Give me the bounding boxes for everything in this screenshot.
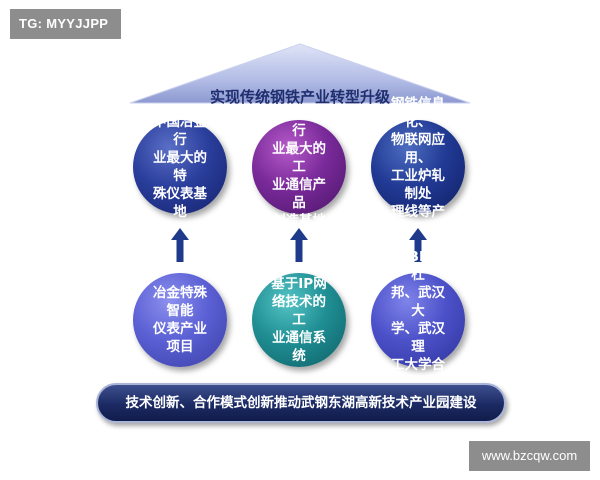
bottom-circle-3-line-1: 与IBM、杜	[390, 249, 446, 283]
bottom-circle-2-text: 基于IP网 络技术的工 业通信系统	[252, 275, 346, 365]
top-circle-2-line-2: 业最大的工	[272, 141, 326, 175]
bottom-circle-1-line-2: 仪表产业项目	[153, 321, 207, 355]
top-circle-1: 中国冶金行 业最大的特 殊仪表基地	[133, 114, 227, 220]
bottom-circle-2-line-1: 基于IP网	[271, 276, 327, 292]
top-circle-3-line-3: 工业炉轧制处	[391, 168, 445, 202]
top-circle-2-line-4: 制造基地	[272, 213, 326, 229]
roof-shape	[129, 43, 471, 104]
top-circle-2-text: 中国冶金行 业最大的工 业通信产品 制造基地	[252, 104, 346, 230]
up-arrow-icon-2	[290, 228, 308, 262]
bottom-circle-3-line-3: 学、武汉理	[391, 321, 445, 355]
top-circle-1-line-3: 殊仪表基地	[153, 186, 207, 220]
top-circle-2: 中国冶金行 业最大的工 业通信产品 制造基地	[252, 105, 346, 229]
top-circle-1-text: 中国冶金行 业最大的特 殊仪表基地	[133, 113, 227, 221]
top-circle-3-line-2: 物联网应用、	[391, 132, 445, 166]
up-arrow-icon-3	[409, 228, 427, 262]
top-circle-3-line-1: 钢铁信息化、	[391, 96, 445, 130]
roof-title: 实现传统钢铁产业转型升级	[209, 88, 390, 106]
up-arrow-icon-1	[171, 228, 189, 262]
bottom-circle-1-text: 冶金特殊智能 仪表产业项目	[133, 284, 227, 356]
top-circle-3-text: 钢铁信息化、 物联网应用、 工业炉轧制处 理线等产品	[371, 95, 465, 239]
bottom-circle-2: 基于IP网 络技术的工 业通信系统	[252, 273, 346, 367]
bottom-circle-2-line-3: 业通信系统	[272, 330, 326, 364]
bottom-circle-3-line-2: 邦、武汉大	[391, 285, 445, 319]
bottom-circle-1: 冶金特殊智能 仪表产业项目	[133, 273, 227, 367]
bottom-banner: 技术创新、合作模式创新推动武钢东湖高新技术产业园建设	[96, 383, 506, 423]
top-circle-1-line-2: 业最大的特	[153, 150, 207, 184]
watermark: www.bzcqw.com	[469, 441, 590, 471]
top-circle-2-line-1: 中国冶金行	[272, 105, 326, 139]
bottom-circle-1-line-1: 冶金特殊智能	[153, 285, 207, 319]
top-circle-2-line-3: 业通信产品	[272, 177, 326, 211]
bottom-circle-3-text: 与IBM、杜 邦、武汉大 学、武汉理 工大学合作	[371, 248, 465, 392]
bottom-circle-3: 与IBM、杜 邦、武汉大 学、武汉理 工大学合作	[371, 249, 465, 391]
top-circle-1-line-1: 中国冶金行	[153, 114, 207, 148]
corner-tag: TG: MYYJJPP	[10, 9, 121, 39]
top-circle-3: 钢铁信息化、 物联网应用、 工业炉轧制处 理线等产品	[371, 96, 465, 238]
bottom-circle-2-line-2: 络技术的工	[272, 294, 326, 328]
